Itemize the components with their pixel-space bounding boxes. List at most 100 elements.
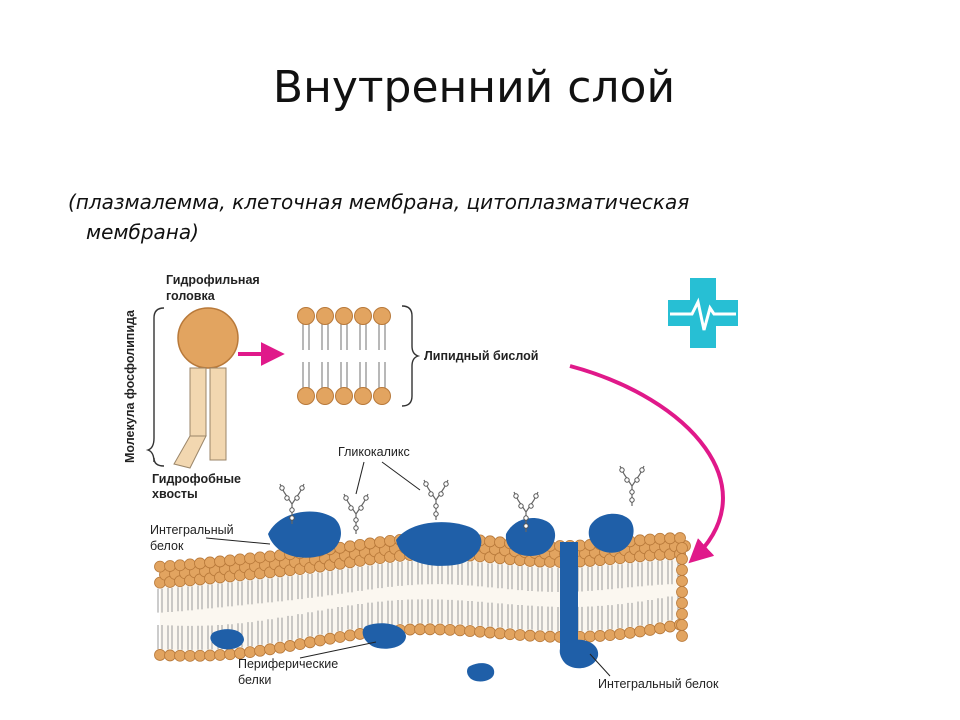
glycocalyx-sugar bbox=[433, 503, 439, 509]
lipid-head bbox=[234, 553, 246, 566]
lipid-head bbox=[634, 534, 646, 547]
lipid-head bbox=[364, 537, 376, 550]
page-title: Внутренний слой bbox=[272, 62, 676, 113]
lipid-head bbox=[373, 307, 391, 325]
lipid-head bbox=[676, 608, 688, 620]
lipid-head bbox=[174, 559, 186, 572]
lipid-head bbox=[354, 307, 372, 325]
lipid-head bbox=[314, 634, 326, 647]
glycocalyx-sugar bbox=[639, 467, 645, 473]
glycocalyx-sugar bbox=[443, 481, 449, 487]
lipid-head bbox=[204, 649, 216, 662]
lipid-head bbox=[354, 538, 366, 551]
glycocalyx-sugar bbox=[343, 495, 349, 501]
glycocalyx-pointer-2 bbox=[381, 461, 421, 491]
subtitle: (плазмалемма, клеточная мембрана, цитопл… bbox=[68, 187, 828, 247]
lipid-head bbox=[204, 556, 216, 569]
medical-cross-heartbeat-icon bbox=[668, 278, 738, 348]
lipid-head bbox=[514, 629, 526, 641]
lipid-head bbox=[484, 535, 496, 548]
lipid-head bbox=[664, 532, 676, 545]
lipid-head bbox=[454, 624, 466, 637]
lipid-head bbox=[474, 625, 486, 638]
glycocalyx-sugar bbox=[363, 495, 369, 501]
integral-protein-3 bbox=[505, 518, 556, 556]
lipid-head bbox=[244, 646, 256, 659]
glycocalyx-sugar bbox=[279, 485, 285, 491]
lipid-head bbox=[464, 625, 476, 637]
lipid-head bbox=[194, 649, 206, 662]
glycocalyx-sugar bbox=[619, 467, 625, 473]
lipid-head bbox=[344, 540, 356, 553]
glycocalyx-sugar bbox=[438, 491, 444, 497]
peripheral-proteins-label-1: Периферические bbox=[238, 657, 338, 671]
lipid-head bbox=[414, 623, 426, 636]
glycocalyx-sugar bbox=[428, 491, 434, 497]
lipid-head bbox=[434, 623, 446, 636]
subtitle-line-1: (плазмалемма, клеточная мембрана, цитопл… bbox=[68, 190, 690, 214]
glycocalyx-sugar bbox=[423, 481, 429, 487]
hydrophilic-label-2: головка bbox=[166, 289, 216, 303]
glycocalyx-sugar bbox=[299, 485, 305, 491]
lipid-head bbox=[194, 557, 206, 570]
lipid-head bbox=[676, 575, 688, 587]
bilayer-label: Липидный бислой bbox=[424, 349, 538, 363]
lipid-head bbox=[154, 649, 166, 661]
integral-protein-label-2: белок bbox=[150, 539, 184, 553]
lipid-head bbox=[676, 564, 688, 576]
glycocalyx-sugar bbox=[523, 523, 529, 529]
lipid-head bbox=[294, 638, 306, 651]
integral-protein-label-1: Интегральный bbox=[150, 523, 234, 537]
lipid-head bbox=[224, 554, 236, 567]
lipid-head bbox=[264, 550, 276, 563]
lipid-head bbox=[244, 552, 256, 565]
lipid-head bbox=[676, 542, 688, 554]
lipid-head bbox=[284, 640, 296, 652]
lipid-head bbox=[524, 629, 536, 642]
lipid-head bbox=[164, 560, 176, 572]
glycocalyx-sugar bbox=[629, 489, 635, 495]
lipid-head bbox=[224, 648, 236, 661]
lipid-head bbox=[354, 387, 372, 405]
glycocalyx-sugar bbox=[284, 495, 290, 501]
phospholipid-head bbox=[177, 307, 239, 369]
lipid-head bbox=[334, 631, 346, 643]
glycocalyx-chains bbox=[279, 465, 645, 534]
integral-protein-2 bbox=[396, 522, 482, 566]
glycocalyx-sugar bbox=[348, 505, 354, 511]
cell-membrane bbox=[154, 511, 691, 682]
lipid-head bbox=[174, 649, 186, 662]
lipid-head bbox=[444, 623, 456, 636]
lipid-head bbox=[676, 597, 688, 609]
integral-protein-bottom-pointer bbox=[589, 653, 611, 677]
lipid-head bbox=[654, 622, 666, 635]
lipid-head bbox=[676, 619, 688, 631]
small-lipid-bilayer bbox=[297, 307, 391, 405]
subtitle-line-2: мембрана) bbox=[86, 220, 199, 244]
glycocalyx-label: Гликокаликс bbox=[338, 445, 410, 459]
lipid-head bbox=[297, 307, 315, 325]
lipid-head bbox=[664, 620, 676, 633]
lipid-head bbox=[676, 630, 688, 642]
phospholipid-tail-bend bbox=[173, 435, 207, 469]
glycocalyx-sugar bbox=[433, 511, 439, 517]
lipid-head bbox=[264, 643, 276, 656]
lipid-head bbox=[654, 532, 666, 545]
lipid-head bbox=[674, 532, 686, 544]
lipid-head bbox=[424, 623, 436, 636]
lipid-head bbox=[274, 641, 286, 654]
lipid-head bbox=[544, 630, 556, 643]
integral-protein-1 bbox=[268, 511, 341, 558]
lipid-head bbox=[494, 536, 506, 549]
lipid-head bbox=[316, 387, 334, 405]
glycocalyx-sugar bbox=[528, 503, 534, 509]
hydrophilic-label-1: Гидрофильная bbox=[166, 273, 260, 287]
arrow-to-membrane bbox=[569, 364, 725, 564]
phospholipid-molecule bbox=[173, 307, 239, 469]
glycocalyx-sugar bbox=[358, 505, 364, 511]
lipid-head bbox=[335, 387, 353, 405]
integral-protein-bottom-label: Интегральный белок bbox=[598, 677, 719, 691]
lipid-head bbox=[614, 628, 626, 640]
lipid-head bbox=[484, 626, 496, 639]
glycocalyx-sugar bbox=[513, 493, 519, 499]
